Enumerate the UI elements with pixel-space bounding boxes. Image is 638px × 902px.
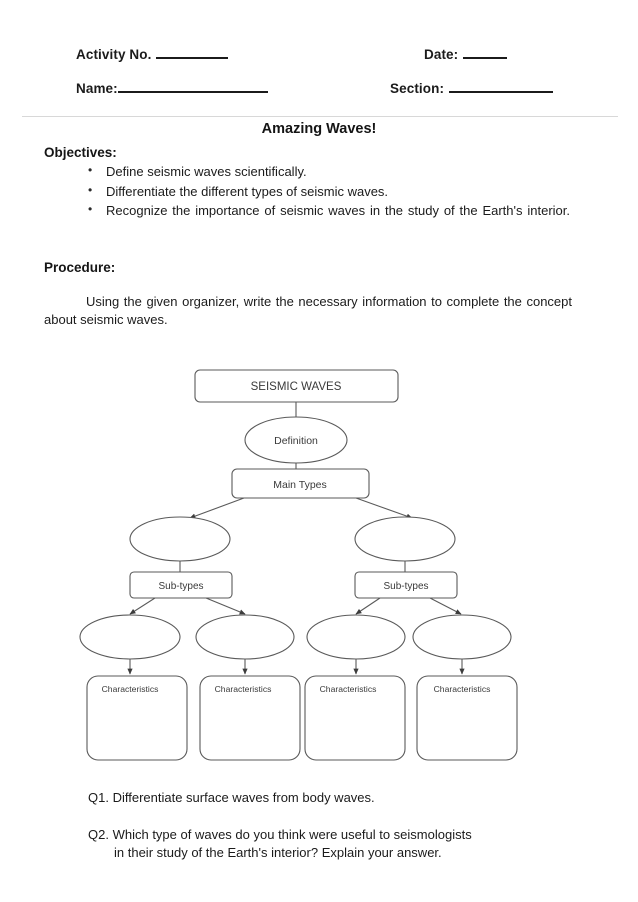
objective-item: Recognize the importance of seismic wave… (78, 201, 570, 237)
section-blank[interactable] (449, 78, 554, 93)
date-label: Date: (424, 47, 459, 62)
node-type-ellipse-right[interactable] (354, 516, 456, 562)
node-characteristics-1-label: Characteristics (102, 684, 159, 694)
page-title: Amazing Waves! (261, 121, 377, 137)
header-row-1: Activity No. Date: (0, 44, 638, 78)
activity-no-blank[interactable] (156, 44, 229, 59)
objective-item: Differentiate the different types of sei… (78, 182, 570, 201)
date-field[interactable]: Date: (424, 44, 508, 62)
question-2-text: Which type of waves do you think were us… (112, 827, 472, 842)
node-characteristics-3-label: Characteristics (320, 684, 377, 694)
question-1-number: Q1. (88, 790, 109, 805)
procedure-text: Using the given organizer, write the nec… (44, 294, 572, 327)
node-characteristics-4-label: Characteristics (434, 684, 491, 694)
node-characteristics-4[interactable]: Characteristics (416, 675, 518, 761)
connector-leftsub-e1 (129, 597, 156, 615)
node-sub-types-right-label: Sub-types (383, 581, 428, 592)
node-sub-types-right[interactable]: Sub-types (354, 571, 458, 599)
question-1-text: Differentiate surface waves from body wa… (112, 790, 375, 805)
procedure-heading: Procedure: (44, 260, 116, 275)
node-seismic-waves-label: SEISMIC WAVES (251, 381, 342, 393)
node-characteristics-2-label: Characteristics (215, 684, 272, 694)
node-subtype-ellipse-3[interactable] (306, 614, 406, 660)
node-type-ellipse-left[interactable] (129, 516, 231, 562)
node-main-types-label: Main Types (273, 479, 327, 491)
node-characteristics-2[interactable]: Characteristics (199, 675, 301, 761)
activity-no-field[interactable]: Activity No. (76, 44, 229, 62)
question-2-text-continued: in their study of the Earth's interior? … (114, 845, 442, 860)
name-field[interactable]: Name: (76, 78, 268, 96)
connector-rightsub-e3 (355, 597, 381, 615)
question-2: Q2. Which type of waves do you think wer… (88, 826, 558, 862)
activity-no-label: Activity No. (76, 47, 152, 62)
connector-maintypes-left (189, 497, 245, 519)
concept-organizer: SEISMIC WAVES Definition Main Types Sub-… (0, 358, 638, 770)
header-row-2: Name: Section: (0, 78, 638, 112)
connector-rightsub-e4 (429, 597, 462, 615)
node-seismic-waves[interactable]: SEISMIC WAVES (194, 369, 399, 403)
node-subtype-ellipse-4[interactable] (412, 614, 512, 660)
node-characteristics-3[interactable]: Characteristics (304, 675, 406, 761)
connector-leftsub-e2 (205, 597, 246, 615)
objective-item: Define seismic waves scientifically. (78, 162, 570, 181)
connector-maintypes-right (355, 497, 413, 519)
date-blank[interactable] (463, 44, 508, 59)
node-characteristics-1[interactable]: Characteristics (86, 675, 188, 761)
header-divider (22, 116, 618, 117)
node-subtype-ellipse-1[interactable] (79, 614, 181, 660)
objectives-heading: Objectives: (44, 145, 117, 160)
section-label: Section: (390, 81, 445, 96)
node-definition[interactable]: Definition (244, 416, 348, 464)
name-label: Name: (76, 81, 118, 96)
node-sub-types-left-label: Sub-types (158, 581, 203, 592)
node-main-types[interactable]: Main Types (231, 468, 370, 499)
node-definition-label: Definition (274, 435, 318, 447)
node-sub-types-left[interactable]: Sub-types (129, 571, 233, 599)
question-2-number: Q2. (88, 827, 109, 842)
question-1: Q1. Differentiate surface waves from bod… (88, 789, 548, 807)
name-blank[interactable] (117, 78, 268, 93)
form-header: Activity No. Date: Name: Section: (0, 44, 638, 112)
objectives-list: Define seismic waves scientifically. Dif… (78, 162, 570, 239)
section-field[interactable]: Section: (390, 78, 554, 96)
node-subtype-ellipse-2[interactable] (195, 614, 295, 660)
